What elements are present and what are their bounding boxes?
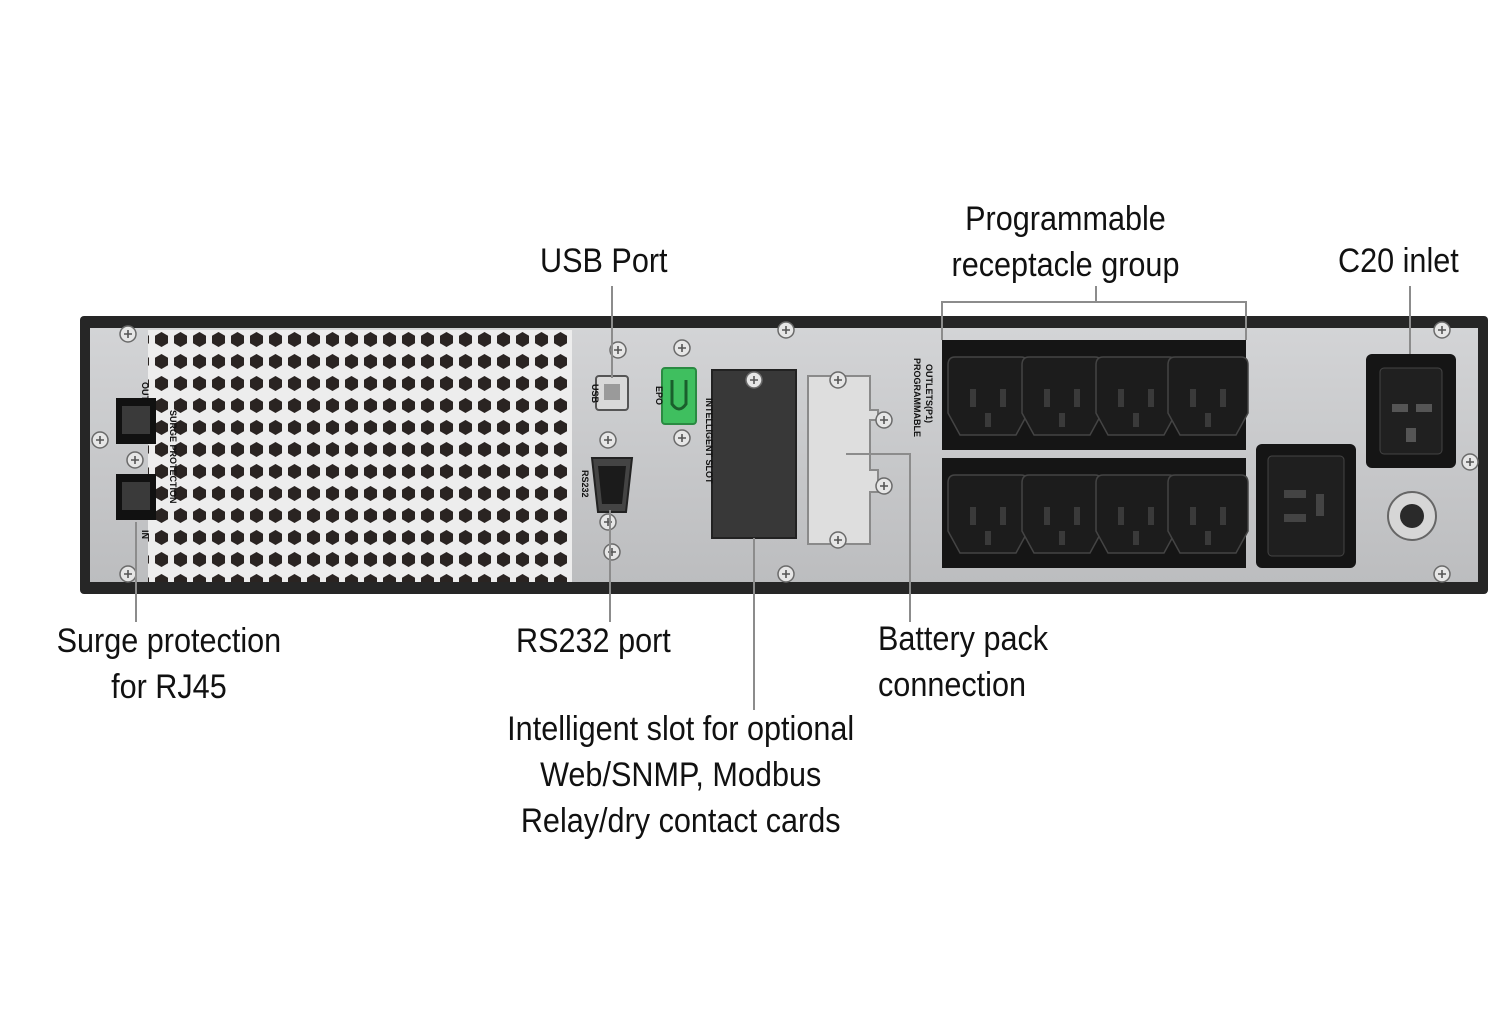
surge-protection-label: Surge protection for RJ45 <box>42 618 296 710</box>
intelligent-slot-line-2: Web/SNMP, Modbus <box>540 756 822 794</box>
c20-inlet-label: C20 inlet <box>1338 242 1459 280</box>
intelligent-slot-label: Intelligent slot for optional Web/SNMP, … <box>480 706 881 844</box>
label-usb: USB <box>590 384 600 404</box>
callout-lines <box>135 286 1411 710</box>
receptacle-group-line-2: receptacle group <box>951 246 1180 284</box>
surge-protection-ports: OUT IN SURGE PROTECTION <box>116 382 178 539</box>
intelligent-slot-line-3: Relay/dry contact cards <box>520 802 841 840</box>
intelligent-slot-cover <box>711 369 797 539</box>
surge-protection-line-1: Surge protection <box>56 622 282 660</box>
fan-grille <box>148 330 572 582</box>
label-outlets: OUTLETS(P1) <box>924 364 934 423</box>
receptacle-group-label: Programmable receptacle group <box>944 196 1187 288</box>
label-intelligent-slot: INTELLIGENT SLOT <box>704 398 714 484</box>
label-surge-protection: SURGE PROTECTION <box>168 410 178 504</box>
rs232-port-label: RS232 port <box>516 622 671 660</box>
battery-pack-cover <box>807 375 879 545</box>
epo-terminal <box>661 367 697 425</box>
label-programmable: PROGRAMMABLE <box>912 358 922 437</box>
label-out: OUT <box>140 382 150 402</box>
label-in: IN <box>140 530 150 539</box>
battery-pack-line-1: Battery pack <box>878 620 1049 658</box>
label-epo: EPO <box>654 386 664 405</box>
battery-pack-label: Battery pack connection <box>878 616 1048 708</box>
battery-pack-line-2: connection <box>878 666 1027 704</box>
receptacle-group-line-1: Programmable <box>965 200 1166 238</box>
surge-protection-line-2: for RJ45 <box>111 668 227 706</box>
usb-port-label: USB Port <box>540 242 668 280</box>
label-rs232: RS232 <box>580 470 590 498</box>
intelligent-slot-line-1: Intelligent slot for optional <box>507 710 855 748</box>
comm-ports: USB RS232 EPO <box>580 339 697 561</box>
